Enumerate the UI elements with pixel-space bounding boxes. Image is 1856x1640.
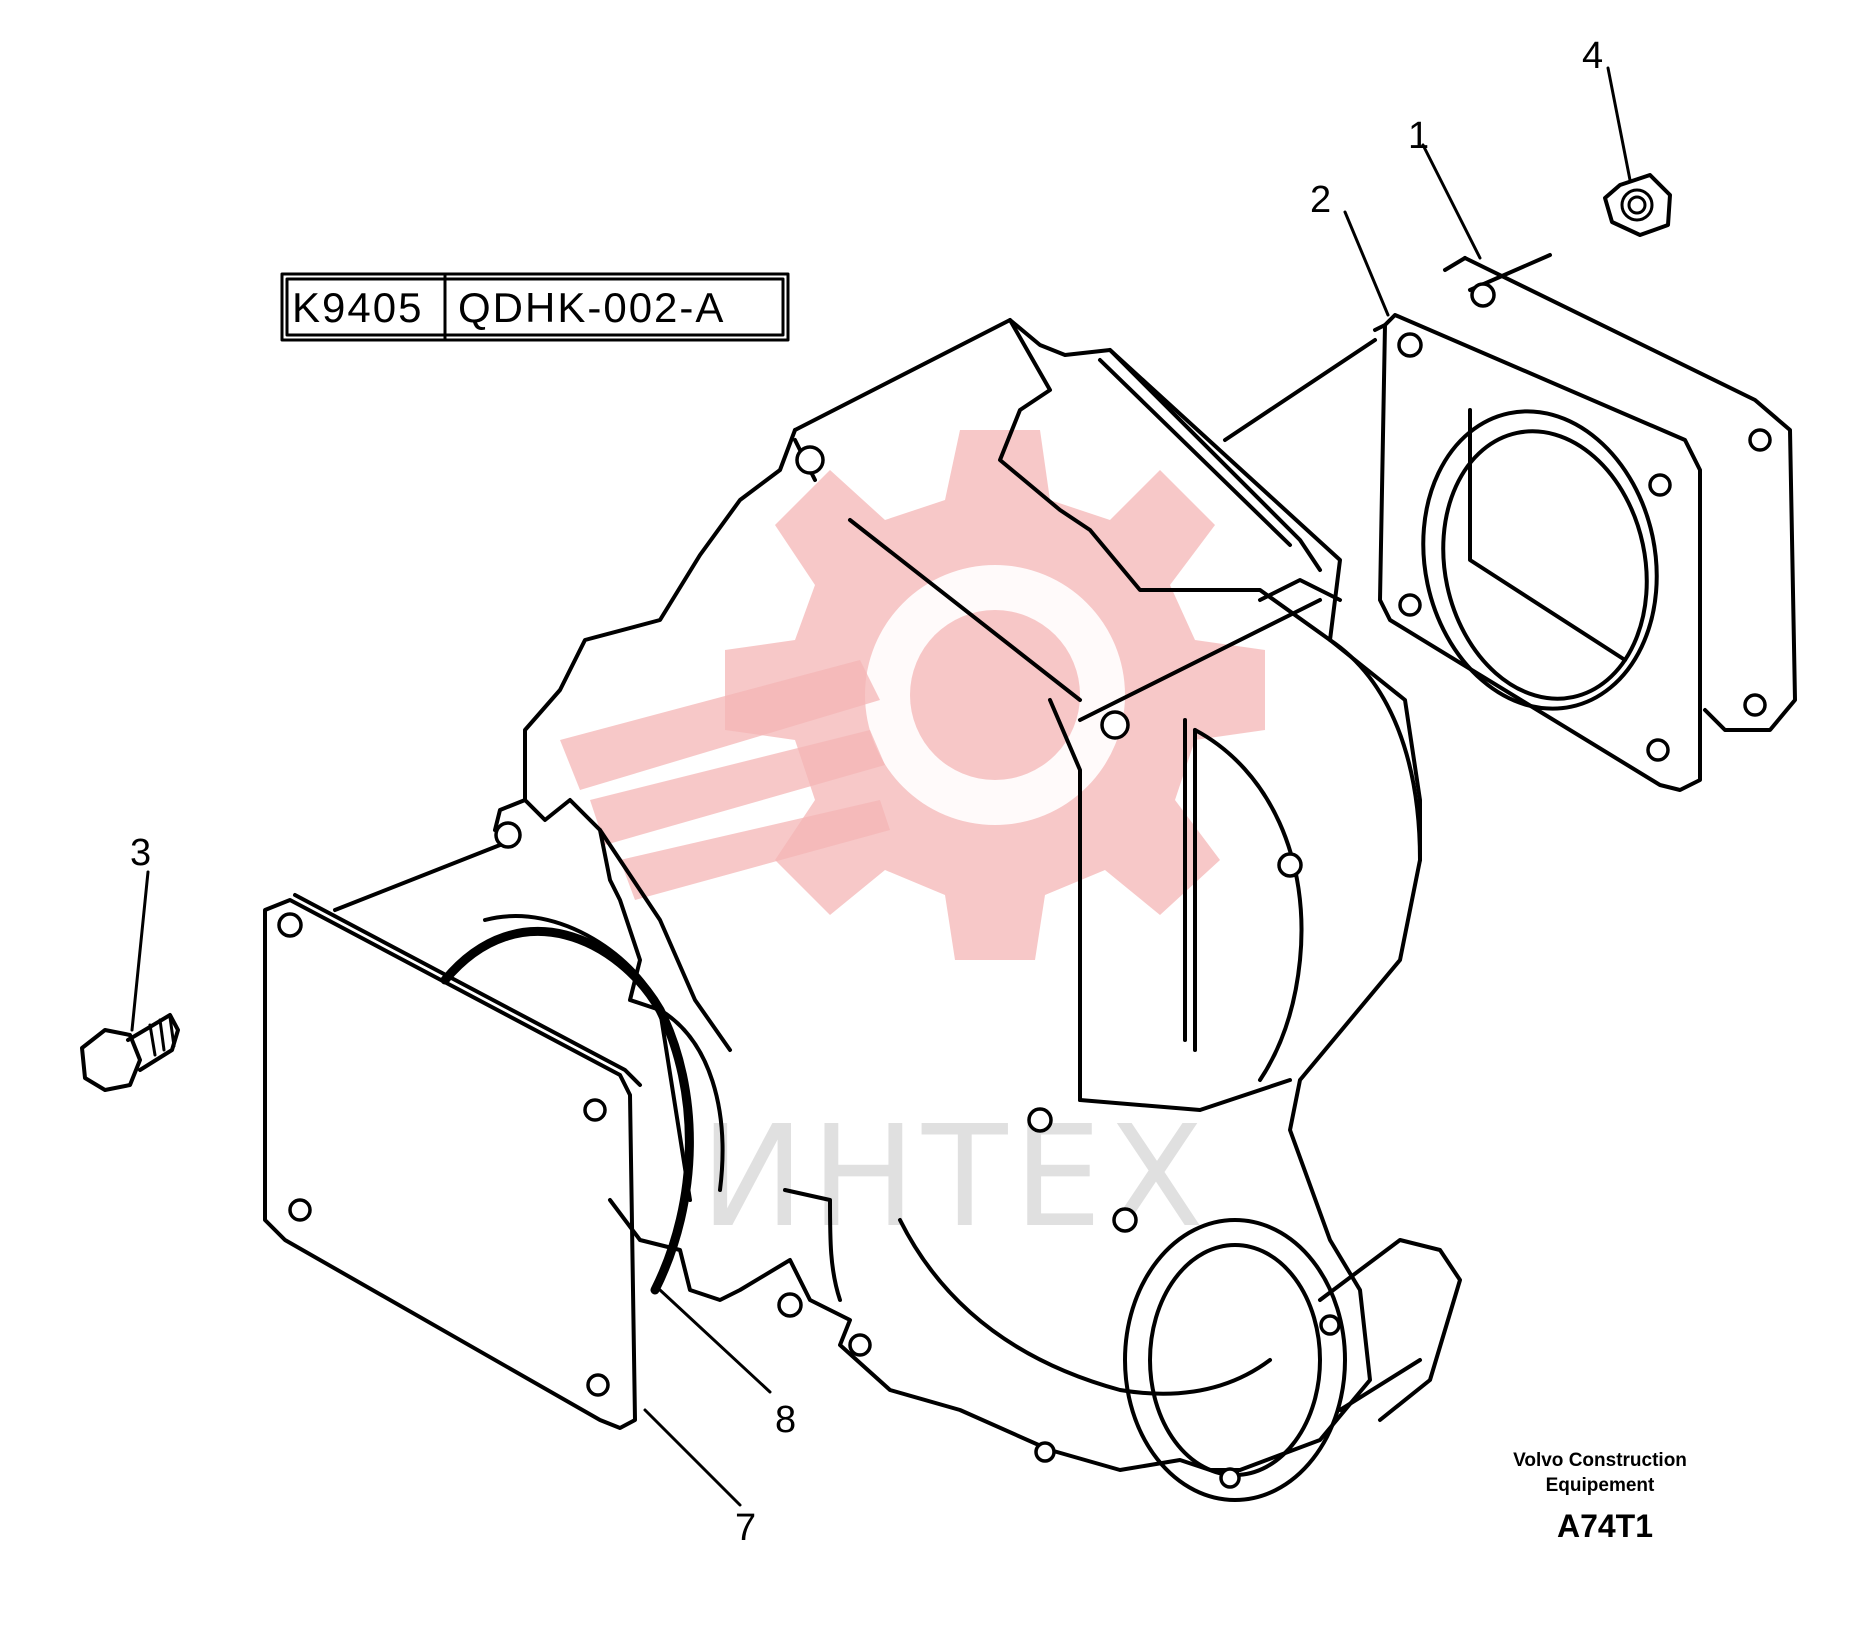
nut-4: [1603, 173, 1672, 237]
manufacturer-line-1: Volvo Construction: [1513, 1450, 1687, 1471]
watermark-text: ИНТЕХ: [700, 1096, 1210, 1259]
figure-reference: A74T1: [1556, 1508, 1654, 1544]
side-port: [1034, 1218, 1462, 1502]
body-bolt-bosses: [494, 445, 1303, 1357]
callout-2: 2: [1310, 179, 1331, 221]
gasket-2: [1223, 313, 1702, 792]
manufacturer-label: Volvo Construction Equipement: [1470, 1448, 1730, 1498]
drawing-code-right: QDHK-002-A: [458, 284, 725, 331]
leader-lines: [130, 66, 1632, 1507]
callout-4: 4: [1582, 35, 1603, 77]
bolt-3: [80, 1013, 180, 1092]
callout-1: 1: [1408, 115, 1429, 157]
callout-7: 7: [735, 1507, 756, 1549]
callout-8: 8: [775, 1399, 796, 1441]
drawing-code-left: K9405: [292, 284, 423, 331]
watermark-logo: [560, 430, 1265, 960]
drawing-code-box: [280, 272, 790, 342]
cover-plate-7: [263, 843, 642, 1430]
cover-plate-1: [1443, 253, 1797, 732]
callout-3: 3: [130, 832, 151, 874]
o-ring-8: [440, 914, 694, 1295]
manufacturer-line-2: Equipement: [1545, 1475, 1655, 1496]
